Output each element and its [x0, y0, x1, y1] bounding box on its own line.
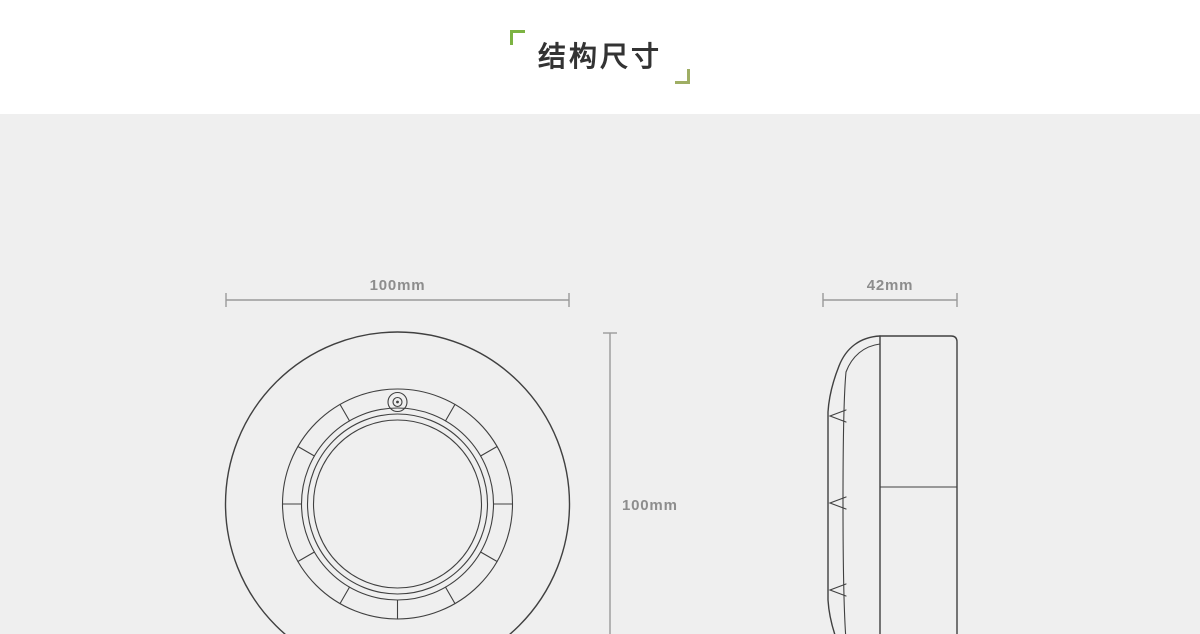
side-body-rectangle — [879, 335, 958, 634]
vent-ring-dividers — [281, 403, 514, 620]
front-height-dimension-label: 100mm — [622, 497, 678, 514]
drawing-area: 100mm 100mm 42mm — [0, 114, 1200, 634]
technical-drawing-svg — [224, 293, 958, 634]
section-header: 结构尺寸 — [0, 0, 1200, 114]
side-width-dimension — [822, 293, 958, 307]
section-title-block: 结构尺寸 — [509, 29, 690, 85]
vent-ring-outer-circle — [281, 388, 514, 620]
section-title: 结构尺寸 — [537, 40, 662, 72]
outer-rim-circle — [224, 331, 571, 634]
title-corner-bracket-right-icon — [675, 69, 690, 85]
side-dome-silhouette — [827, 335, 881, 634]
side-inner-top-curve — [845, 343, 881, 373]
side-vent-slots — [828, 409, 847, 597]
dome-outer-circle — [306, 413, 489, 595]
side-depth-dimension-label: 42mm — [866, 277, 914, 294]
title-corner-bracket-left-icon — [509, 29, 525, 45]
side-view-drawing — [827, 335, 958, 634]
front-width-dimension — [225, 293, 570, 307]
front-height-dimension — [603, 332, 617, 634]
front-width-dimension-label: 100mm — [369, 277, 426, 294]
screw-detail — [387, 391, 408, 413]
side-inner-face-line — [842, 371, 847, 634]
vent-ring-inner-circle — [300, 407, 495, 601]
front-view-drawing — [224, 331, 571, 634]
dome-inner-circle — [312, 419, 483, 589]
